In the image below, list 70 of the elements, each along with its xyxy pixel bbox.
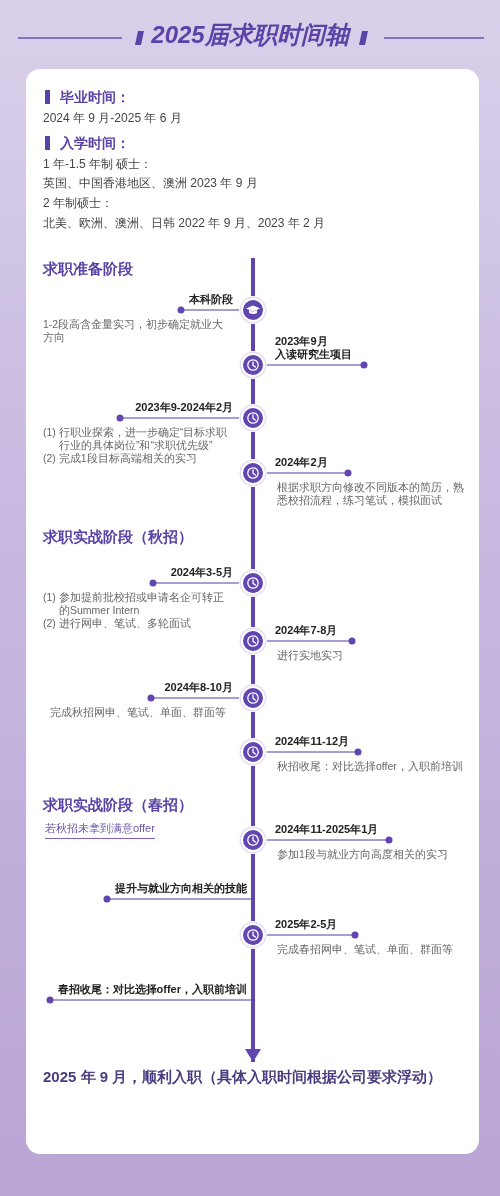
event-heading: 2024年2月 xyxy=(275,456,352,474)
clock-icon xyxy=(239,684,267,712)
event-heading: 2024年7-8月 xyxy=(275,624,356,642)
timeline-line xyxy=(251,432,255,459)
body-text: 1 年-1.5 年制 硕士： xyxy=(43,156,153,172)
event-heading: 2023年9-2024年2月 xyxy=(116,401,233,419)
event-heading: 2023年9月 xyxy=(275,335,329,348)
event-description: 根据求职方向修改不同版本的简历，熟悉校招流程，练习笔试，模拟面试 xyxy=(277,481,465,507)
leader-line xyxy=(116,414,240,422)
event-description: 完成春招网申、笔试、单面、群面等 xyxy=(277,943,454,956)
timeline-line xyxy=(251,379,255,404)
event-heading: 提升与就业方向相关的技能 xyxy=(103,882,247,900)
event-heading: 本科阶段 xyxy=(177,293,233,311)
clock-icon xyxy=(239,351,267,379)
leader-line xyxy=(46,996,252,1004)
clock-icon xyxy=(239,627,267,655)
conclusion-text: 2025 年 9 月，顺利入职（具体入职时间根据公司要求浮动） xyxy=(43,1062,443,1092)
leader-line xyxy=(147,694,240,702)
clock-icon xyxy=(239,459,267,487)
underlined-note: 若秋招未拿到满意offer xyxy=(45,821,155,839)
timeline-line xyxy=(251,324,255,351)
event-heading: 2024年11-12月 xyxy=(275,735,362,753)
event-description: (2) 完成1段目标高端相关的实习 xyxy=(43,452,198,465)
event-description: 1-2段高含金量实习，初步确定就业大方向 xyxy=(43,318,225,344)
leader-line xyxy=(266,469,352,477)
event-heading: 2024年11-2025年1月 xyxy=(275,823,393,841)
body-text: 2 年制硕士： xyxy=(43,195,113,211)
event-heading: 2024年8-10月 xyxy=(147,681,233,699)
event-description: (1) 行职业探索，进一步确定“目标求职行业的具体岗位”和“求职优先级” xyxy=(43,426,229,452)
timeline-line xyxy=(251,258,255,296)
body-text: 2024 年 9 月-2025 年 6 月 xyxy=(43,110,182,126)
leader-line xyxy=(266,361,368,369)
event-description: 完成秋招网申、笔试、单面、群面等 xyxy=(50,706,227,719)
leader-line xyxy=(266,931,359,939)
leader-line xyxy=(266,748,362,756)
leader-line xyxy=(103,895,252,903)
timeline-line xyxy=(251,854,255,921)
section-heading: 求职实战阶段（秋招） xyxy=(43,527,193,547)
event-description: 参加1段与就业方向高度相关的实习 xyxy=(277,848,449,861)
clock-icon xyxy=(239,404,267,432)
body-text: 北美、欧洲、澳洲、日韩 2022 年 9 月、2023 年 2 月 xyxy=(43,215,326,231)
heading-text: 毕业时间： xyxy=(60,88,130,106)
event-description: 秋招收尾：对比选择offer，入职前培训 xyxy=(277,760,464,773)
event-heading: 入读研究生项目 xyxy=(275,348,353,361)
event-description: 进行实地实习 xyxy=(277,649,344,662)
arrow xyxy=(245,949,261,1062)
event-heading: 春招收尾：对比选择offer，入职前培训 xyxy=(46,983,247,1001)
clock-icon xyxy=(239,921,267,949)
leader-line xyxy=(177,306,240,314)
clock-icon xyxy=(239,738,267,766)
timeline-line xyxy=(251,655,255,684)
event-heading: 2024年3-5月 xyxy=(149,566,233,584)
leader-line xyxy=(266,637,356,645)
clock-icon xyxy=(239,569,267,597)
section-heading: 求职实战阶段（春招） xyxy=(43,795,193,815)
timeline-line xyxy=(251,766,255,826)
section-heading: 求职准备阶段 xyxy=(43,259,133,279)
timeline-line xyxy=(251,487,255,569)
event-description: (2) 进行网申、笔试、多轮面试 xyxy=(43,617,192,630)
event-description: (1) 参加提前批校招或申请名企可转正的Summer Intern xyxy=(43,591,225,617)
timeline-line xyxy=(251,597,255,627)
leader-line xyxy=(266,836,393,844)
body-text: 英国、中国香港地区、澳洲 2023 年 9 月 xyxy=(43,175,258,191)
event-heading: 2025年2-5月 xyxy=(275,918,359,936)
graduation-cap-icon xyxy=(239,296,267,324)
heading-text: 入学时间： xyxy=(60,134,130,152)
leader-line xyxy=(149,579,240,587)
title: 2025届求职时间轴 xyxy=(151,20,349,50)
timeline-line xyxy=(251,712,255,738)
clock-icon xyxy=(239,826,267,854)
